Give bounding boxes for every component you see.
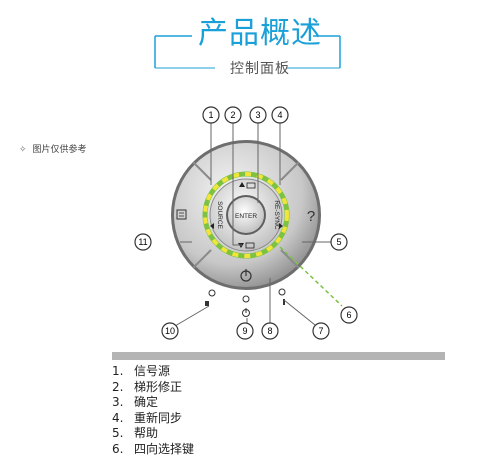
callout-5-label: 5 [336, 237, 341, 247]
callout-11-label: 11 [138, 237, 147, 247]
callout-2-label: 2 [230, 110, 235, 120]
reference-note-text: 图片仅供参考 [33, 145, 87, 155]
page-title: 产品概述 [160, 16, 360, 52]
list-item: 4.重新同步 [112, 411, 194, 427]
callout-6-label: 6 [346, 310, 351, 320]
list-item: 6.四向选择键 [112, 442, 194, 457]
control-panel-diagram: ENTER SOURCE RE-SYNC ? 1 [120, 100, 380, 345]
callout-1-label: 1 [208, 110, 213, 120]
power-led-icon [243, 296, 249, 302]
list-item: 1.信号源 [112, 364, 194, 380]
callout-4-label: 4 [277, 110, 282, 120]
callout-8-label: 8 [267, 326, 272, 336]
diamond-bullet-icon: ✧ [19, 145, 27, 155]
enter-label: ENTER [235, 213, 257, 220]
list-item: 5.帮助 [112, 426, 194, 442]
temp-led-icon [279, 289, 285, 295]
list-item: 2.梯形修正 [112, 380, 194, 396]
callout-9-label: 9 [242, 326, 247, 336]
key-legend-list: 1.信号源 2.梯形修正 3.确定 4.重新同步 5.帮助 6.四向选择键 [112, 364, 194, 457]
callout-10-label: 10 [165, 326, 175, 336]
reference-note: ✧ 图片仅供参考 [19, 142, 87, 155]
callout-7-label: 7 [318, 326, 323, 336]
callout-3-label: 3 [255, 110, 260, 120]
section-divider-bar [112, 352, 445, 360]
page-subtitle: 控制面板 [160, 60, 360, 78]
lamp-led-icon [209, 290, 215, 296]
help-icon[interactable]: ? [307, 208, 315, 225]
resync-label: RE-SYNC [273, 200, 280, 230]
list-item: 3.确定 [112, 395, 194, 411]
source-label: SOURCE [216, 201, 223, 229]
